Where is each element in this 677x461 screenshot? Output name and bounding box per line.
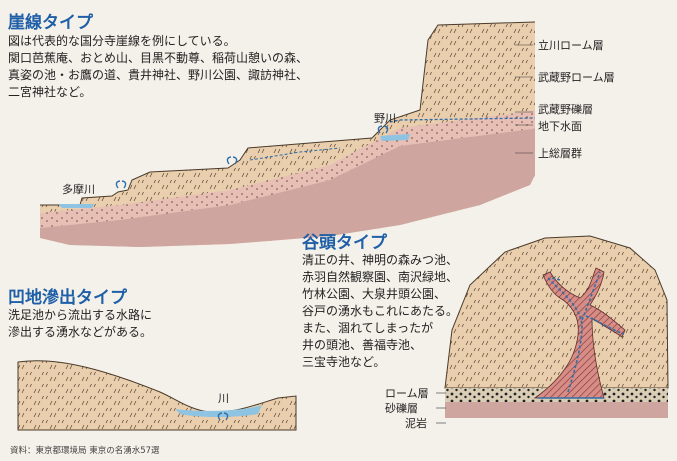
label-river: 川 (218, 392, 229, 405)
label-sand-gravel-layer: 砂礫層 (385, 402, 418, 415)
gravel-layer (40, 110, 535, 230)
cliff-type-description: 図は代表的な国分寺崖線を例にしている。 関口芭蕉庵、おとめ山、目黒不動尊、稲荷山… (8, 34, 309, 99)
depression-water (175, 405, 262, 417)
valley-head-type-title: 谷頭タイプ (302, 233, 387, 253)
label-groundwater-table: 地下水面 (538, 120, 582, 133)
depression-section (17, 360, 297, 431)
mudstone-layer (445, 402, 668, 418)
depression-type-title: 凹地滲出タイプ (8, 288, 127, 308)
label-loam-layer: ローム層 (385, 387, 429, 400)
valley-water-paths (547, 271, 625, 393)
spring-icon (115, 125, 389, 189)
label-tachikawa-loam: 立川ローム層 (538, 39, 604, 52)
valley-head-type-description: 清正の井、神明の森みつ池、 赤羽自然観察園、南沢緑地、 竹林公園、大泉井頭公園、… (302, 253, 459, 369)
label-musashino-gravel: 武蔵野礫層 (538, 103, 593, 116)
label-mudstone: 泥岩 (405, 417, 427, 430)
depression-type-description: 洗足池から流出する水路に 滲出する湧水などがある。 (8, 308, 153, 339)
source-credit: 資料：東京都環境局 東京の名湧水57選 (10, 446, 160, 456)
spring-icon (217, 412, 229, 421)
cliff-type-title: 崖線タイプ (8, 13, 93, 33)
nogawa-water (380, 134, 410, 141)
label-tamagawa: 多摩川 (62, 183, 95, 196)
label-musashino-loam: 武蔵野ローム層 (538, 71, 615, 84)
label-kazusa-group: 上総層群 (538, 147, 582, 160)
layer-leaders (515, 44, 533, 154)
label-nogawa: 野川 (374, 112, 396, 125)
tamagawa-water (58, 204, 94, 208)
valley-channel (533, 267, 626, 399)
valley-head-section (436, 235, 669, 424)
